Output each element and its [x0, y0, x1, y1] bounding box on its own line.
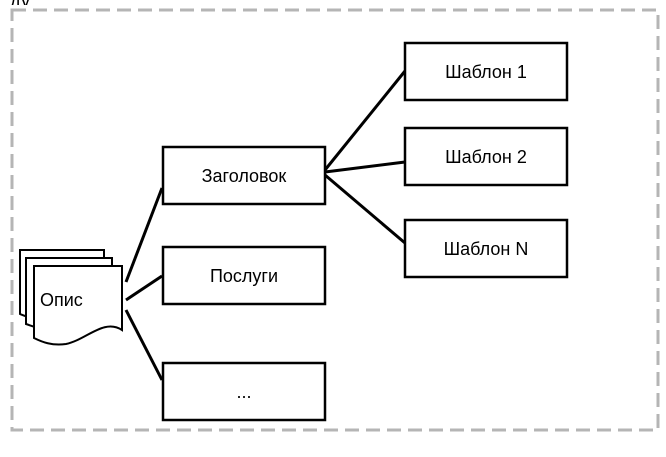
- connector-header-template2: [324, 160, 406, 174]
- diagram-frame: [10, 8, 660, 432]
- connector-doc-header: [124, 187, 164, 283]
- services-box: [161, 245, 327, 306]
- document-stack-icon: [19, 249, 123, 346]
- connectors: [124, 70, 407, 381]
- connector-header-templateN: [324, 173, 406, 245]
- document-label: Опис: [40, 290, 83, 310]
- template-2-box: [403, 126, 569, 187]
- template-1-label: Шаблон 1: [445, 62, 527, 82]
- header-box-label: Заголовок: [202, 166, 287, 186]
- connector-doc-services: [125, 274, 163, 302]
- template-boxes: [403, 41, 569, 279]
- document-page-front: [33, 265, 123, 346]
- template-2-label: Шаблон 2: [445, 147, 527, 167]
- header-box: [161, 145, 327, 206]
- cropped-top-text: ду: [10, 0, 656, 5]
- template-n-box: [403, 218, 569, 279]
- template-1-box: [403, 41, 569, 102]
- services-box-label: Послуги: [210, 266, 278, 286]
- ellipsis-box: [161, 361, 327, 422]
- ellipsis-box-label: ...: [236, 382, 251, 402]
- connector-header-template1: [323, 70, 407, 171]
- level1-boxes: [161, 145, 327, 422]
- connector-doc-ellipsis: [124, 309, 164, 381]
- template-n-label: Шаблон N: [444, 239, 529, 259]
